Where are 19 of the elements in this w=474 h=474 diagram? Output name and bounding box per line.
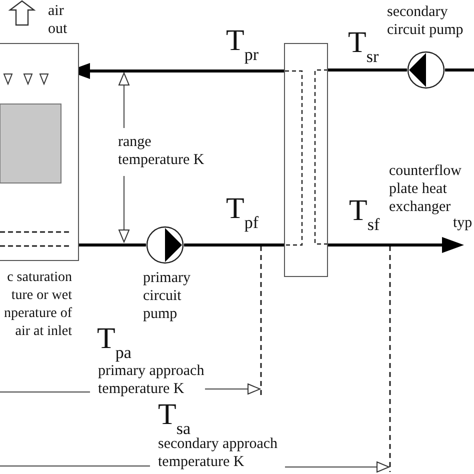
flow-arrow [328, 237, 464, 253]
pipe-line [445, 68, 474, 72]
temperature-symbol: T$_{pf}$ [226, 194, 258, 234]
temperature-symbol: T$_{pr}$ [226, 26, 258, 66]
pipe-line [184, 244, 284, 246]
annotation: air out [48, 2, 68, 38]
annotation: c saturation ture or wet nperature of air at inlet [2, 269, 72, 341]
annotation: primary approach temperature K [98, 362, 206, 398]
temperature-symbol: T$_{sf}$ [349, 196, 380, 236]
temperature-symbol: T$_{sr}$ [348, 28, 379, 68]
temperature-symbol: T$_{sa}$ [158, 400, 190, 438]
temperature-symbol: T$_{pa}$ [97, 324, 132, 364]
pipe-line [79, 244, 146, 246]
annotation: range temperature K [118, 133, 206, 169]
component-label: secondary circuit pump [387, 3, 464, 39]
component-label: typ [453, 214, 472, 232]
component-label: primary circuit pump [143, 269, 190, 323]
annotation: secondary approach temperature K [158, 435, 279, 471]
pipe-line [328, 68, 407, 72]
